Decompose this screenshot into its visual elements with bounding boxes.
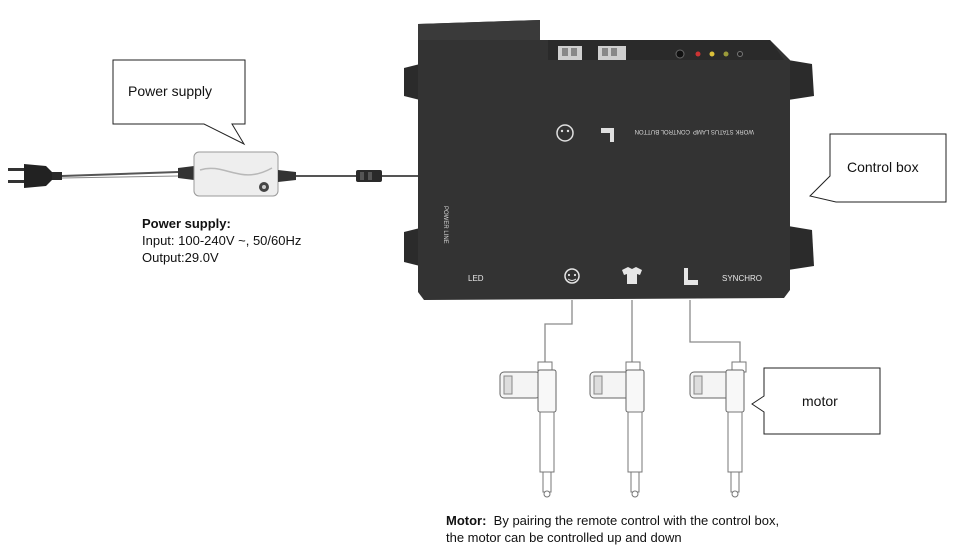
- motor-callout-text: motor: [802, 393, 838, 409]
- foot-port-icon-top: [601, 128, 614, 142]
- back-port-icon: [622, 267, 642, 284]
- motor-2: [589, 361, 645, 498]
- power-supply-info-title: Power supply:: [142, 216, 231, 231]
- motor-info-line1: By pairing the remote control with the c…: [493, 513, 780, 528]
- motor-info: Motor: By pairing the remote control wit…: [446, 512, 779, 546]
- power-supply-callout-text: Power supply: [128, 83, 212, 99]
- power-supply-input: Input: 100-240V ~, 50/60Hz: [142, 233, 302, 248]
- motor-info-line2: the motor can be controlled up and down: [446, 530, 682, 545]
- control-box-callout-text: Control box: [847, 159, 919, 175]
- power-supply-info: Power supply: Input: 100-240V ~, 50/60Hz…: [142, 215, 301, 266]
- head-port-icon: [564, 268, 580, 284]
- control-button-label: CONTROL BUTTON: [635, 128, 690, 134]
- motor-callout: motor: [751, 367, 881, 435]
- work-status-label: WORK STATUS LAMP: [693, 128, 754, 134]
- power-line-label: POWER LINE: [442, 206, 448, 244]
- head-port-icon-top: [556, 124, 574, 142]
- power-supply-callout: Power supply: [112, 59, 246, 146]
- motor-3: [689, 361, 747, 498]
- synchro-label: SYNCHRO: [722, 274, 762, 283]
- control-box: CONTROL BUTTON WORK STATUS LAMP POWER LI…: [404, 20, 814, 300]
- motor-info-label: Motor:: [446, 513, 487, 528]
- led-label: LED: [468, 274, 484, 283]
- power-supply-assembly: [8, 151, 418, 197]
- control-box-callout: Control box: [809, 133, 947, 203]
- power-supply-output: Output:29.0V: [142, 250, 219, 265]
- motor-cables: [544, 300, 741, 362]
- motor-1: [499, 361, 557, 498]
- foot-port-icon: [684, 268, 698, 285]
